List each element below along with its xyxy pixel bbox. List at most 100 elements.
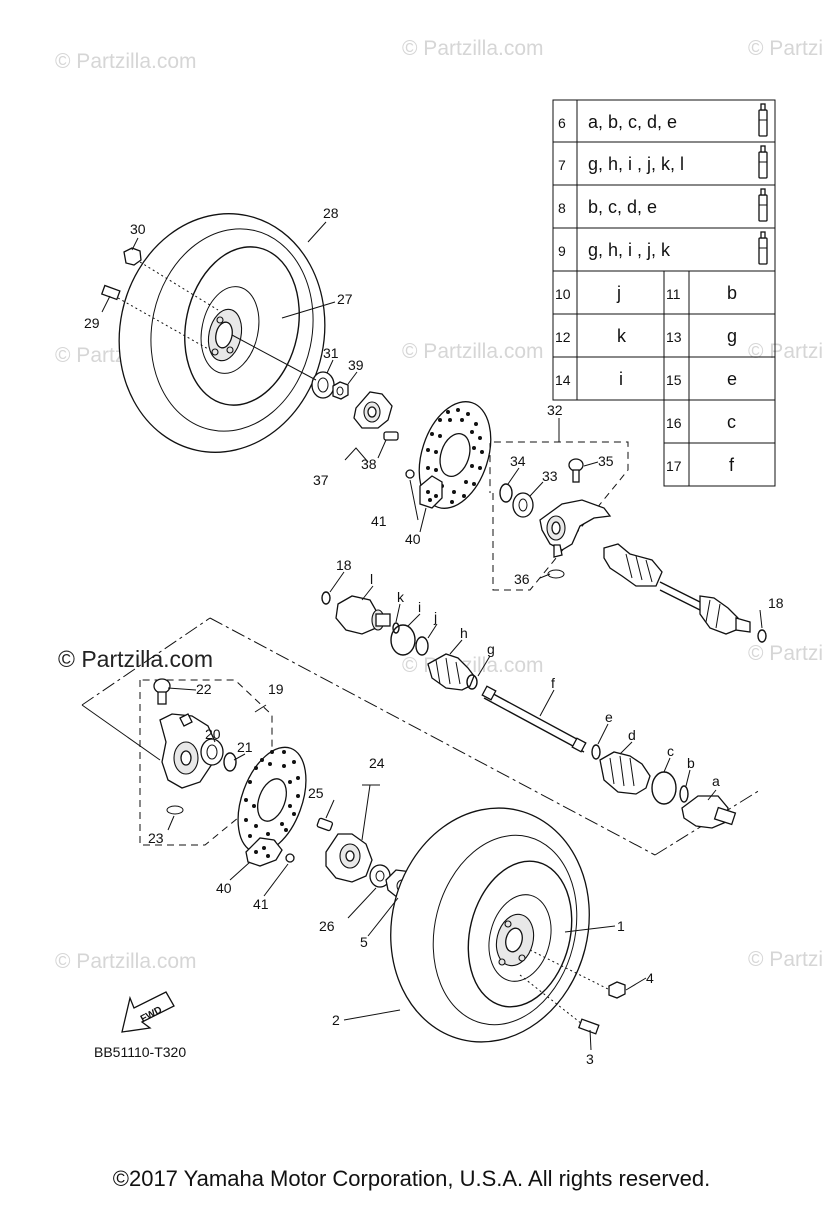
kit-number: 6 — [558, 115, 566, 131]
circlip-18-lower — [321, 591, 331, 605]
part-letter: c — [727, 412, 736, 432]
part-number: 15 — [666, 372, 682, 388]
callout-41: 41 — [253, 896, 269, 912]
outer-joint-l — [335, 595, 391, 635]
callout-k: k — [397, 589, 405, 605]
part-letter: k — [617, 326, 627, 346]
watermark-text: © Partzilla.com — [55, 950, 197, 973]
watermark-text: © Partzilla.com — [748, 340, 823, 363]
part-number: 13 — [666, 329, 682, 345]
clip-23 — [166, 805, 184, 815]
callout-g: g — [487, 641, 495, 657]
boot-h — [427, 653, 475, 691]
watermark-text: © Partzilla.com — [402, 340, 544, 363]
part-number: 17 — [666, 458, 682, 474]
brake-guard-40-upper — [419, 475, 443, 509]
kit-parts: b, c, d, e — [588, 197, 657, 217]
wheel-nut-4 — [608, 981, 626, 999]
callout-41: 41 — [371, 513, 387, 529]
callout-31: 31 — [323, 345, 339, 361]
callout-h: h — [460, 625, 468, 641]
callout-d: d — [628, 727, 636, 743]
part-letter: i — [619, 369, 623, 389]
watermark-text: © Partzilla.com — [402, 37, 544, 60]
callout-5: 5 — [360, 934, 368, 950]
part-number: 11 — [666, 286, 681, 302]
watermark-text: © Partzilla.com — [748, 948, 823, 971]
drive-shaft-upper — [603, 543, 751, 635]
callout-1: 1 — [617, 918, 625, 934]
callout-j: j — [433, 609, 437, 625]
callout-28: 28 — [323, 205, 339, 221]
callout-4: 4 — [646, 970, 654, 986]
circlip-21 — [223, 752, 237, 772]
callout-40: 40 — [216, 880, 232, 896]
knuckle-lower — [159, 713, 217, 789]
grease-tube-icon — [758, 145, 768, 179]
part-letter: f — [729, 455, 735, 475]
grease-tube-icon — [758, 103, 768, 137]
boot-band-b — [679, 785, 689, 803]
knuckle-32 — [539, 499, 612, 558]
part-number: 12 — [555, 329, 571, 345]
nut-39 — [332, 381, 349, 400]
callout-32: 32 — [547, 402, 563, 418]
callout-23: 23 — [148, 830, 164, 846]
boot-band-g — [466, 674, 478, 690]
callout-18: 18 — [336, 557, 352, 573]
inner-joint-a — [681, 795, 737, 829]
watermark-text: © Partzilla.com — [748, 37, 823, 60]
callout-33: 33 — [542, 468, 558, 484]
boot-band-i — [390, 624, 416, 656]
boot-band-j — [415, 636, 429, 656]
part-letter: e — [727, 369, 737, 389]
callout-2: 2 — [332, 1012, 340, 1028]
watermark-text: © Partzilla.com — [748, 642, 823, 665]
bearing-20 — [200, 738, 224, 766]
callout-f: f — [551, 675, 555, 691]
bearing-33 — [512, 492, 534, 518]
kit-number: 7 — [558, 157, 566, 173]
fwd-arrow-icon: FWD — [121, 991, 175, 1033]
callout-3: 3 — [586, 1051, 594, 1067]
callout-18: 18 — [768, 595, 784, 611]
kit-parts: g, h, i , j, k — [588, 240, 671, 260]
grease-tube-icon — [758, 188, 768, 222]
bearing-31 — [311, 371, 335, 399]
callout-22: 22 — [196, 681, 212, 697]
callout-30: 30 — [130, 221, 146, 237]
watermark-text: © Partzilla.com — [55, 50, 197, 73]
shaft-f — [481, 685, 587, 753]
callout-39: 39 — [348, 357, 364, 373]
leader-lines — [101, 221, 763, 1051]
watermark-text-dark: © Partzilla.com — [58, 646, 213, 672]
clip-36 — [547, 569, 565, 579]
callout-34: 34 — [510, 453, 526, 469]
callout-e: e — [605, 709, 613, 725]
kit-parts: g, h, i , j, k, l — [588, 154, 684, 174]
callout-20: 20 — [205, 726, 221, 742]
callout-27: 27 — [337, 291, 353, 307]
part-number: 16 — [666, 415, 682, 431]
callout-21: 21 — [237, 739, 253, 755]
lower-tire-2 — [390, 807, 590, 1043]
kit-number: 8 — [558, 200, 566, 216]
callout-l: l — [370, 571, 373, 587]
grease-tube-icon — [758, 231, 768, 265]
wheel-stud-29 — [100, 284, 121, 301]
kit-legend-table: 6 a, b, c, d, e 7 g, h, i , j, k, l 8 b,… — [552, 99, 776, 487]
boot-band-c — [651, 771, 677, 805]
wheel-nut-30 — [123, 247, 142, 266]
callout-35: 35 — [598, 453, 614, 469]
copyright-footer: ©2017 Yamaha Motor Corporation, U.S.A. A… — [112, 1166, 711, 1191]
part-letter: b — [727, 283, 737, 303]
kit-number: 9 — [558, 243, 566, 259]
part-letter: j — [616, 283, 621, 303]
callouts: 28 30 29 27 31 39 38 37 41 40 32 34 33 3… — [84, 205, 784, 1067]
ball-joint-35 — [568, 458, 584, 483]
diagram-code: BB51110-T320 — [94, 1044, 186, 1060]
callout-i: i — [418, 599, 421, 615]
hub-24 — [325, 833, 373, 883]
